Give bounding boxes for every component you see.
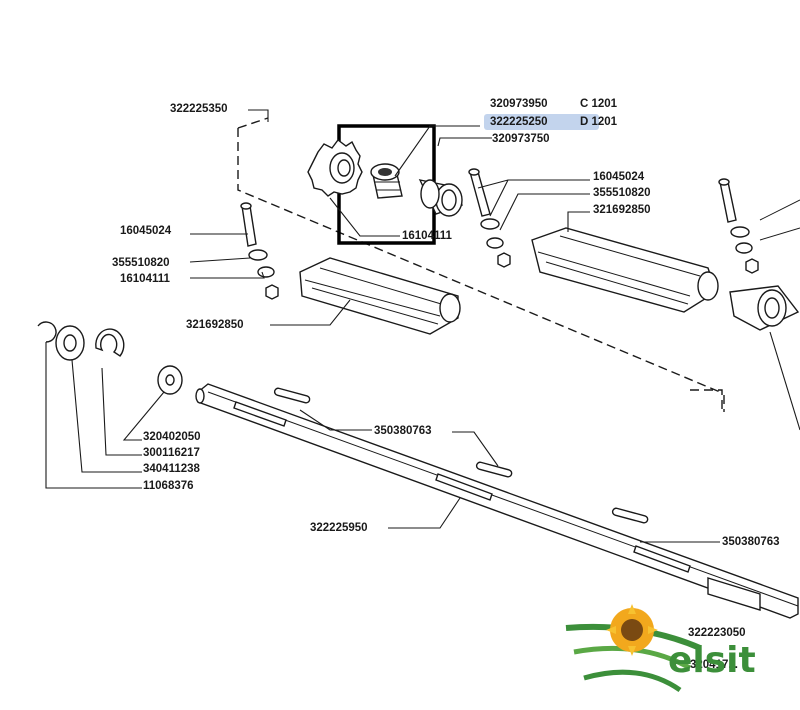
far-right-fasteners [718,178,800,331]
label-bolt-right: 16045024 [593,171,645,183]
left-fastener-stack [240,202,279,300]
label-bracket-right: 321692850 [593,204,651,216]
label-washer-right: 355510820 [593,187,651,199]
label-circlip: 11068376 [143,480,194,492]
key-parts [273,387,649,524]
sunflower-icon [606,604,658,656]
housing-outline [237,117,725,412]
label-code-c-suffix: C 1201 [580,98,618,110]
label-bearing-shaft: 340411238 [143,463,201,475]
right-bracket [531,227,719,313]
splined-sleeve [370,163,403,199]
elsit-logo: elsit [565,604,756,693]
leader-lines [45,109,800,543]
label-shaft-upper: 322225350 [170,103,228,115]
label-code-c: 320973950 [490,98,548,110]
label-nut-center: 16104111 [402,230,453,242]
label-washer-shaft: 320402050 [143,431,201,443]
sprocket-gear [307,139,363,197]
label-key-right: 350380763 [722,536,780,548]
shaft-end-parts [37,321,183,395]
label-part-br-2: 320417... [690,659,738,671]
label-key-upper: 350380763 [374,425,432,437]
left-bracket [299,257,461,335]
bushing-part [418,179,464,217]
label-main-shaft: 322225950 [310,522,368,534]
label-part-br-1: 322223050 [688,627,746,639]
label-code-d-suffix: D 1201 [580,116,618,128]
label-code-d: 322225250 [490,116,548,128]
label-ring-shaft: 300116217 [143,447,200,459]
highlight-box [484,114,599,130]
label-washer-left: 355510820 [112,257,170,269]
label-bushing-top: 320973750 [492,133,550,145]
right-fastener-stack [468,168,511,268]
logo-text: elsit [668,640,756,681]
main-shaft [195,383,799,619]
label-bracket-left: 321692850 [186,319,244,331]
label-bolt-left: 16045024 [120,225,172,237]
label-nut-left: 16104111 [120,273,171,285]
